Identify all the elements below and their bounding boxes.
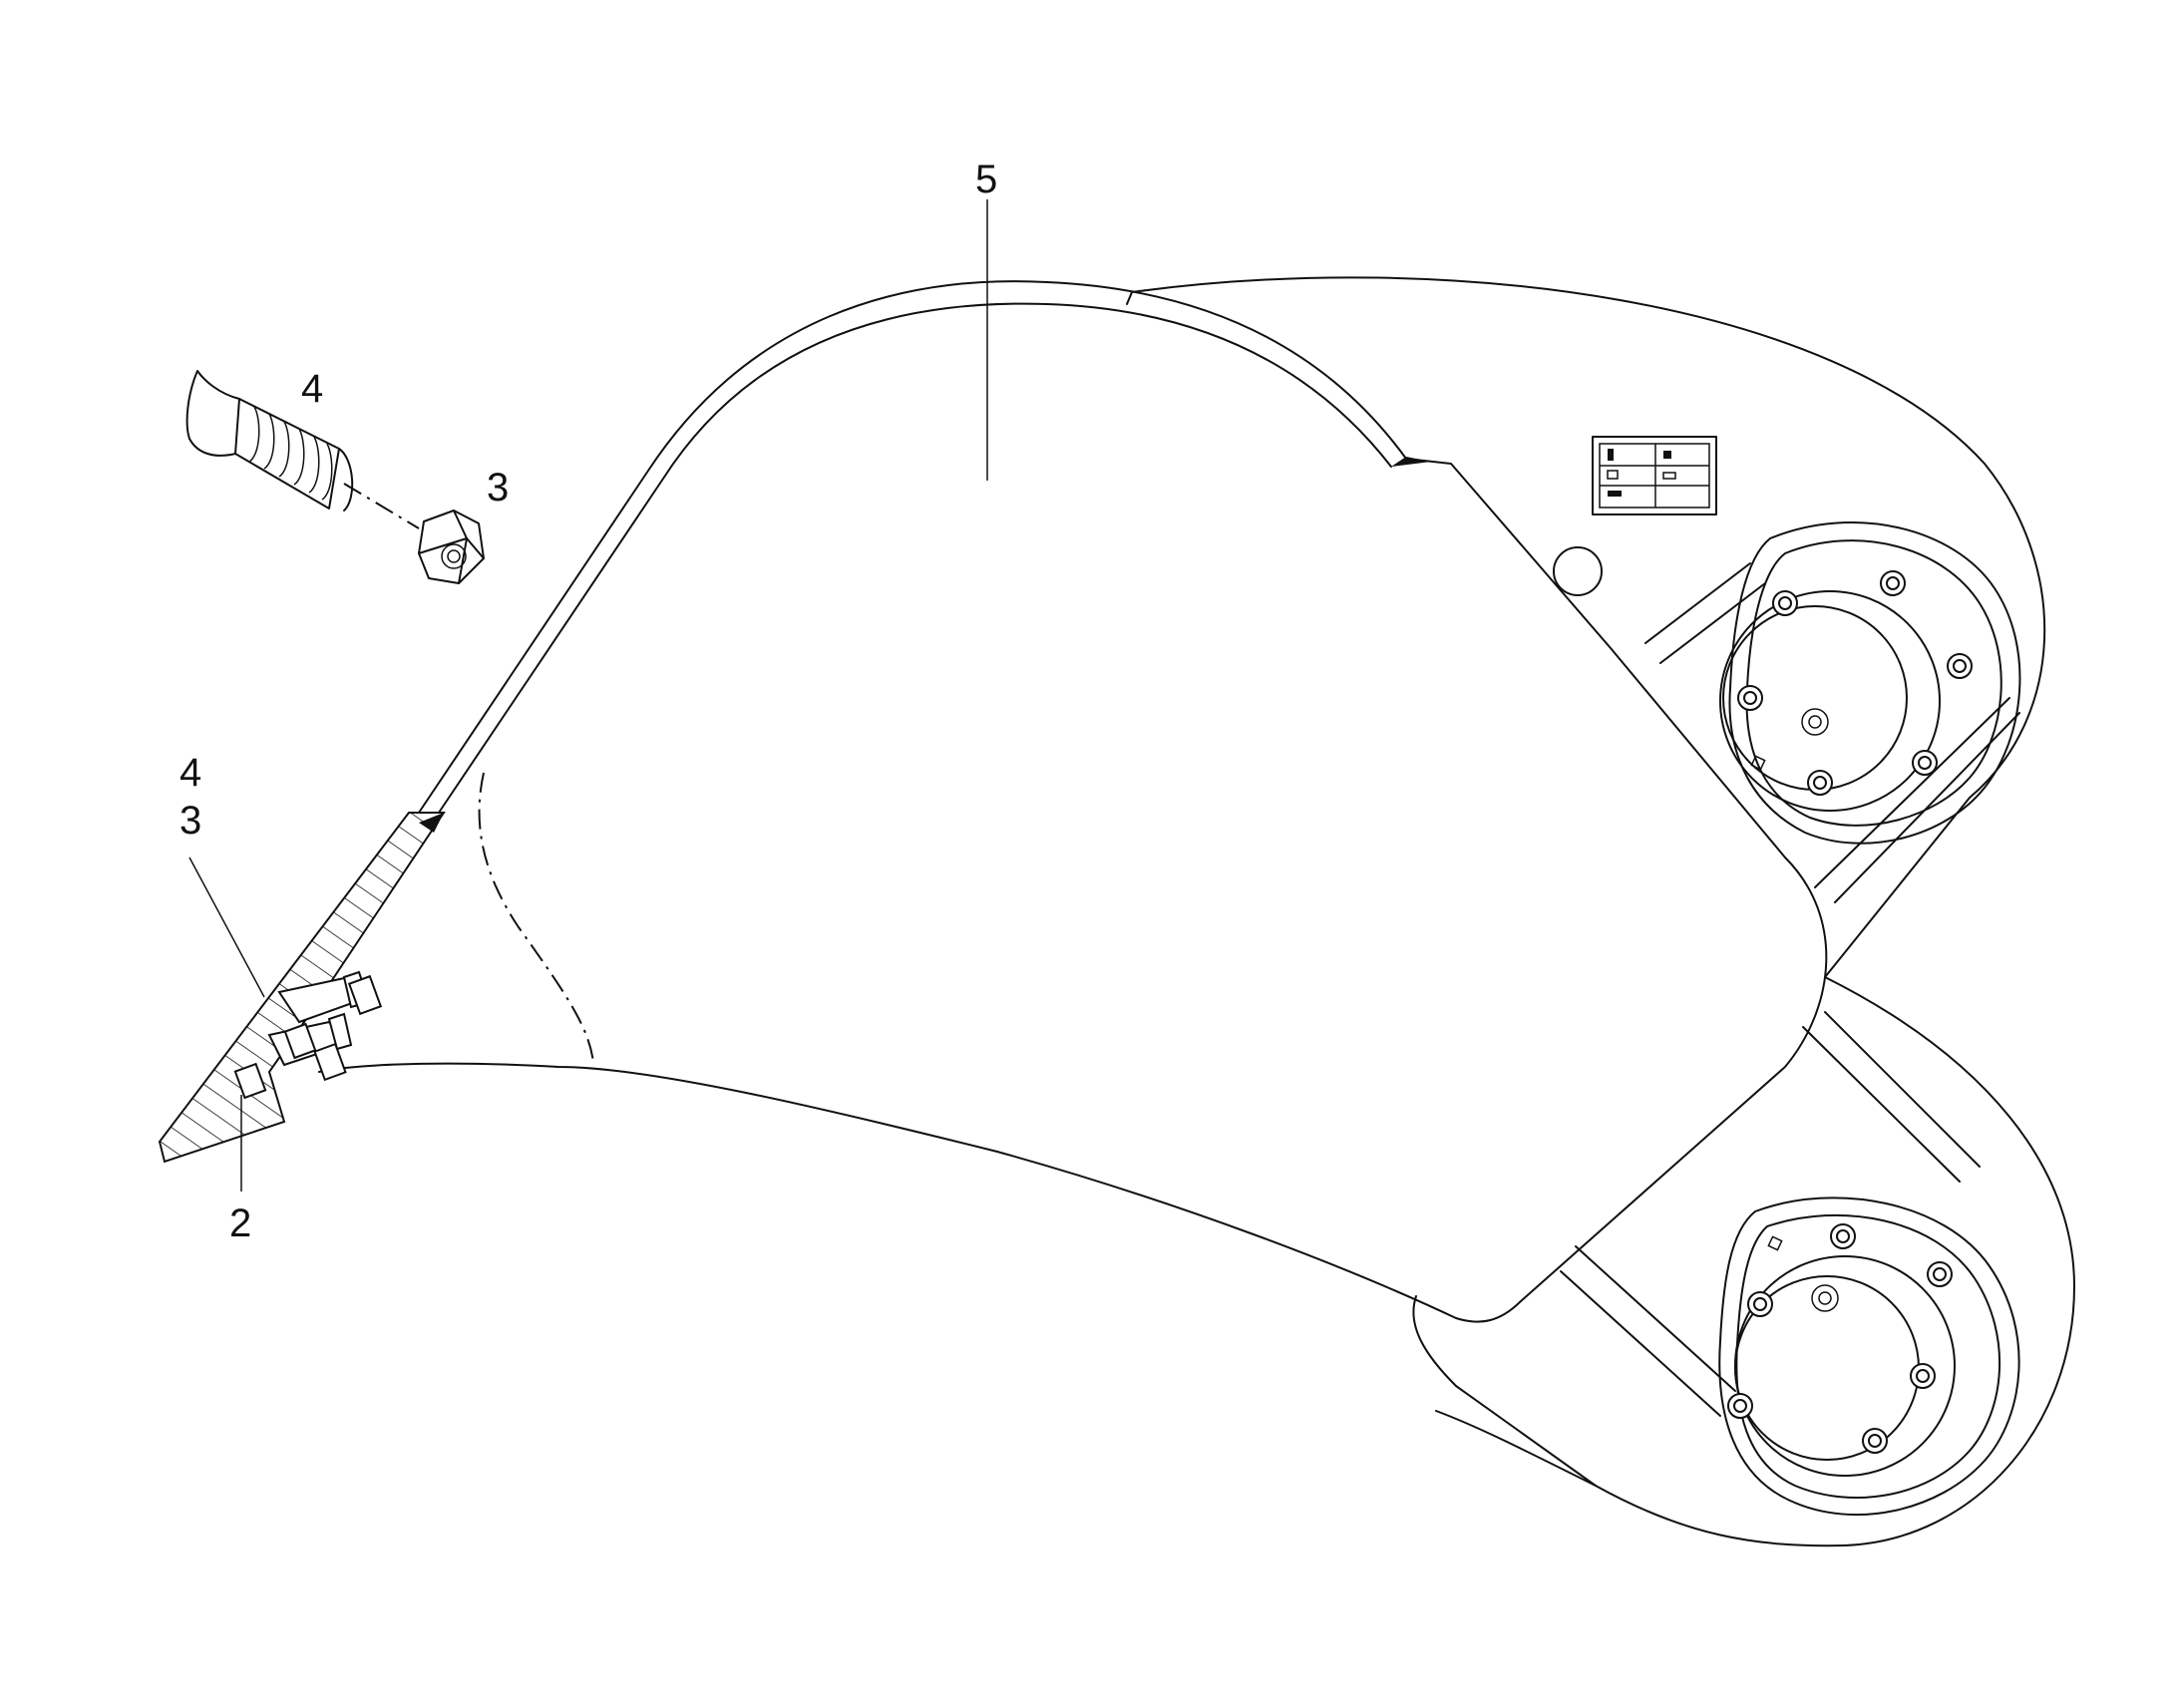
upper-pivot-hub	[1719, 521, 2021, 845]
callout-3-nut: 3	[487, 466, 509, 510]
hub-bolts	[1737, 570, 1973, 796]
countersunk-screw	[185, 370, 420, 529]
callout-4-screw: 4	[301, 367, 323, 411]
callout-2: 2	[229, 1201, 251, 1245]
callout-3-stack: 3	[180, 799, 201, 843]
callout-leader-3-4	[188, 856, 265, 998]
id-plate	[1592, 436, 1717, 515]
lower-pivot-hub	[1718, 1196, 2020, 1517]
hex-nut	[418, 510, 485, 584]
bucket-shell	[318, 199, 1828, 1323]
side-plate	[1131, 276, 2075, 1547]
cutting-edge-section	[158, 812, 446, 1164]
callout-4-stack: 4	[180, 751, 201, 795]
edge-bolts	[233, 970, 383, 1100]
callout-5: 5	[975, 158, 997, 201]
lifting-eye	[1553, 546, 1603, 596]
hub-bolts-lower	[1727, 1223, 1953, 1454]
